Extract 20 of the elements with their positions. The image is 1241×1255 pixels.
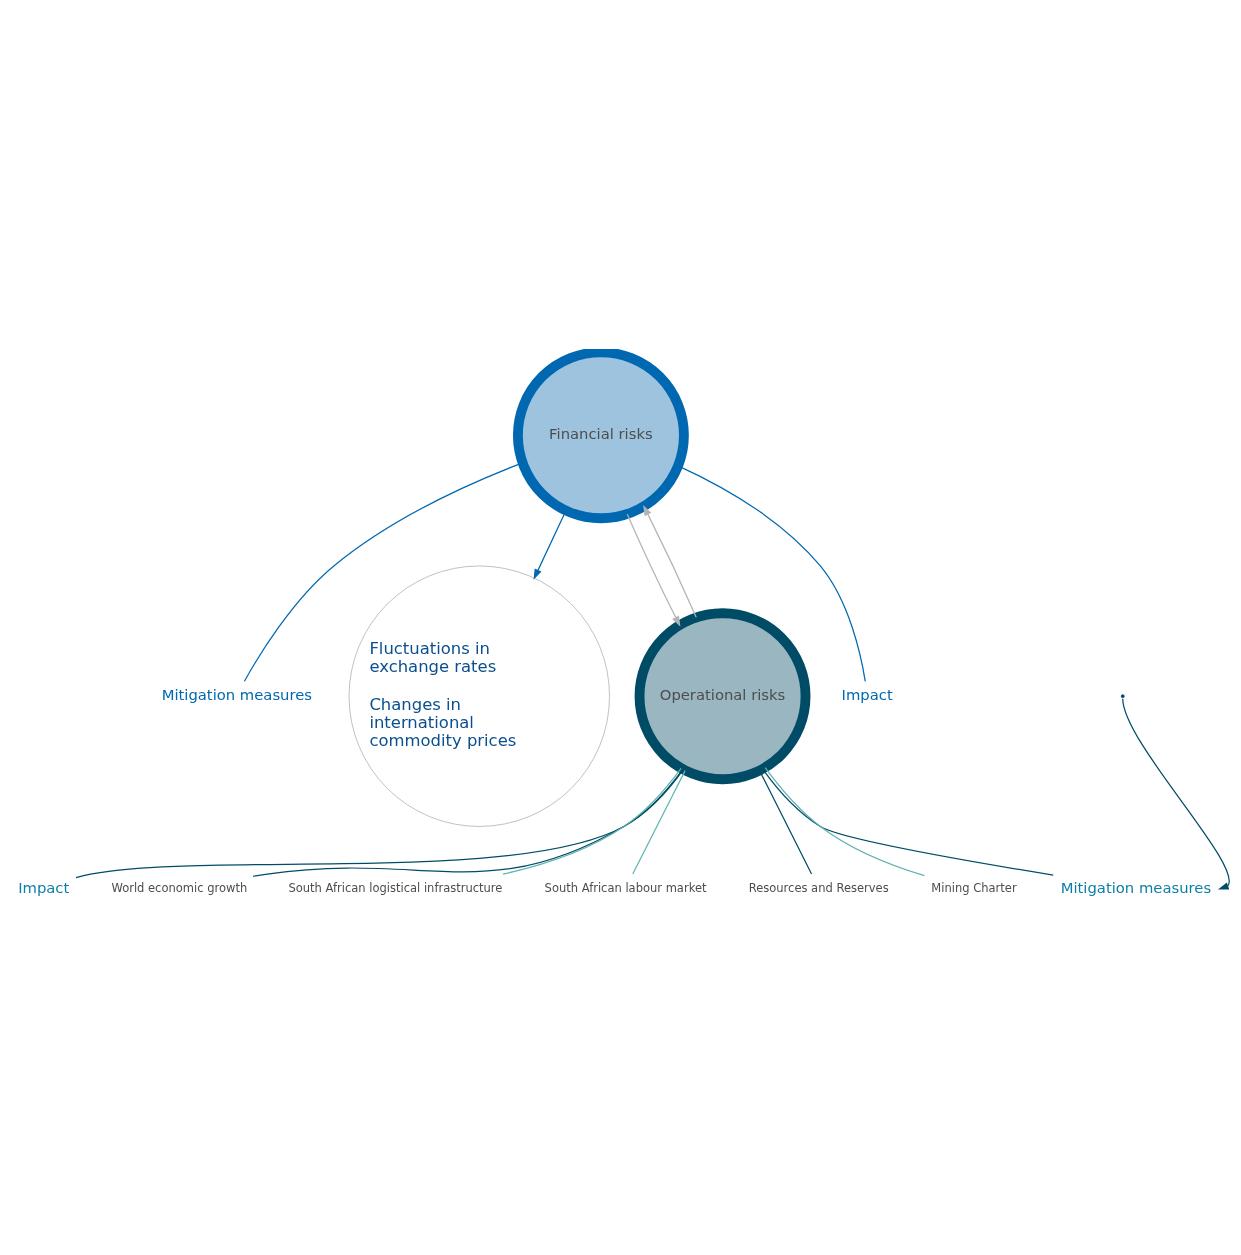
node-circle: Financial risks [513, 348, 689, 523]
node-text: Mining Charter [931, 880, 1017, 895]
arrow [626, 513, 681, 627]
node-text: Mitigation measures [161, 685, 313, 703]
connector [252, 768, 684, 877]
arrow [643, 504, 697, 618]
node-text: Mitigation measures [1060, 878, 1212, 896]
connector [764, 766, 926, 876]
node-text: Impact [18, 878, 70, 896]
connector [502, 767, 682, 875]
connector [632, 769, 686, 875]
node-text: World economic growth [111, 880, 248, 895]
node-text: South African logistical infrastructure [288, 880, 503, 895]
node-circle: Operational risks [634, 607, 811, 784]
node-text: Resources and Reserves [748, 880, 889, 895]
connector [75, 768, 685, 878]
node-text: Impact [841, 685, 893, 703]
arrow [1122, 697, 1230, 890]
connector [762, 767, 1054, 876]
node-text: South African labour market [544, 880, 707, 895]
